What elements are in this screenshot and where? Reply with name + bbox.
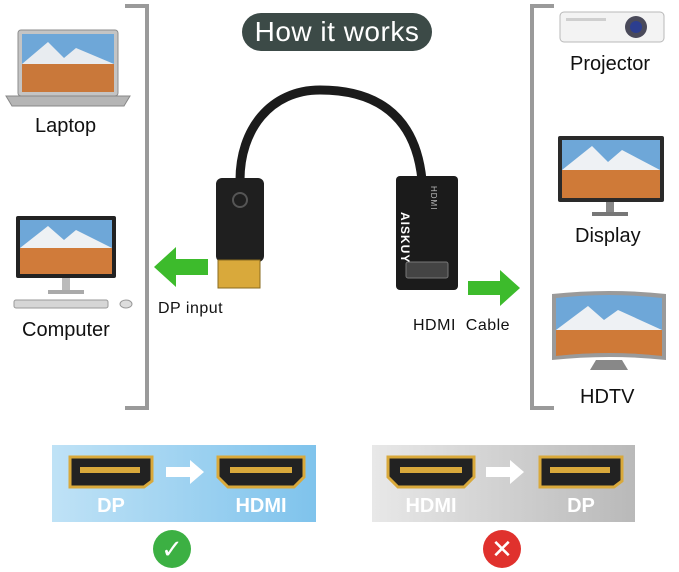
- supported-to-label: HDMI: [235, 495, 287, 517]
- laptop-illustration: [5, 29, 131, 107]
- port-text: HDMI: [429, 186, 438, 211]
- laptop-label: Laptop: [35, 115, 97, 137]
- dp-port-icon: [68, 455, 154, 489]
- dp-port-icon: [538, 455, 624, 489]
- arrow-right-white-icon: [486, 460, 524, 484]
- right-bracket: [530, 4, 554, 410]
- projector-illustration: [559, 11, 665, 43]
- arrow-left-icon: [154, 247, 208, 287]
- projector-label: Projector: [570, 53, 651, 75]
- unsupported-panel: HDMI DP: [372, 445, 635, 522]
- hdmi-cable-label: HDMI Cable: [413, 317, 511, 334]
- adapter-cable-illustration: [216, 85, 458, 290]
- supported-panel: DP HDMI: [52, 445, 316, 522]
- hdtv-illustration: [552, 291, 666, 370]
- computer-label: Computer: [22, 319, 110, 341]
- check-icon: ✓: [153, 530, 191, 568]
- display-illustration: [558, 136, 664, 216]
- supported-from-label: DP: [97, 495, 125, 517]
- title-pill: How it works: [242, 13, 432, 51]
- left-bracket: [125, 4, 149, 410]
- arrow-right-icon: [468, 270, 520, 306]
- unsupported-to-label: DP: [567, 495, 595, 517]
- hdtv-label: HDTV: [580, 386, 635, 408]
- cross-icon: ✕: [483, 530, 521, 568]
- hdmi-port-icon: [386, 455, 476, 489]
- unsupported-from-label: HDMI: [405, 495, 457, 517]
- display-label: Display: [575, 225, 641, 247]
- hdmi-port-icon: [216, 455, 306, 489]
- brand-text: AISKUY: [398, 212, 412, 264]
- computer-illustration: [13, 216, 133, 309]
- dp-input-label: DP input: [158, 300, 224, 317]
- arrow-right-white-icon: [166, 460, 204, 484]
